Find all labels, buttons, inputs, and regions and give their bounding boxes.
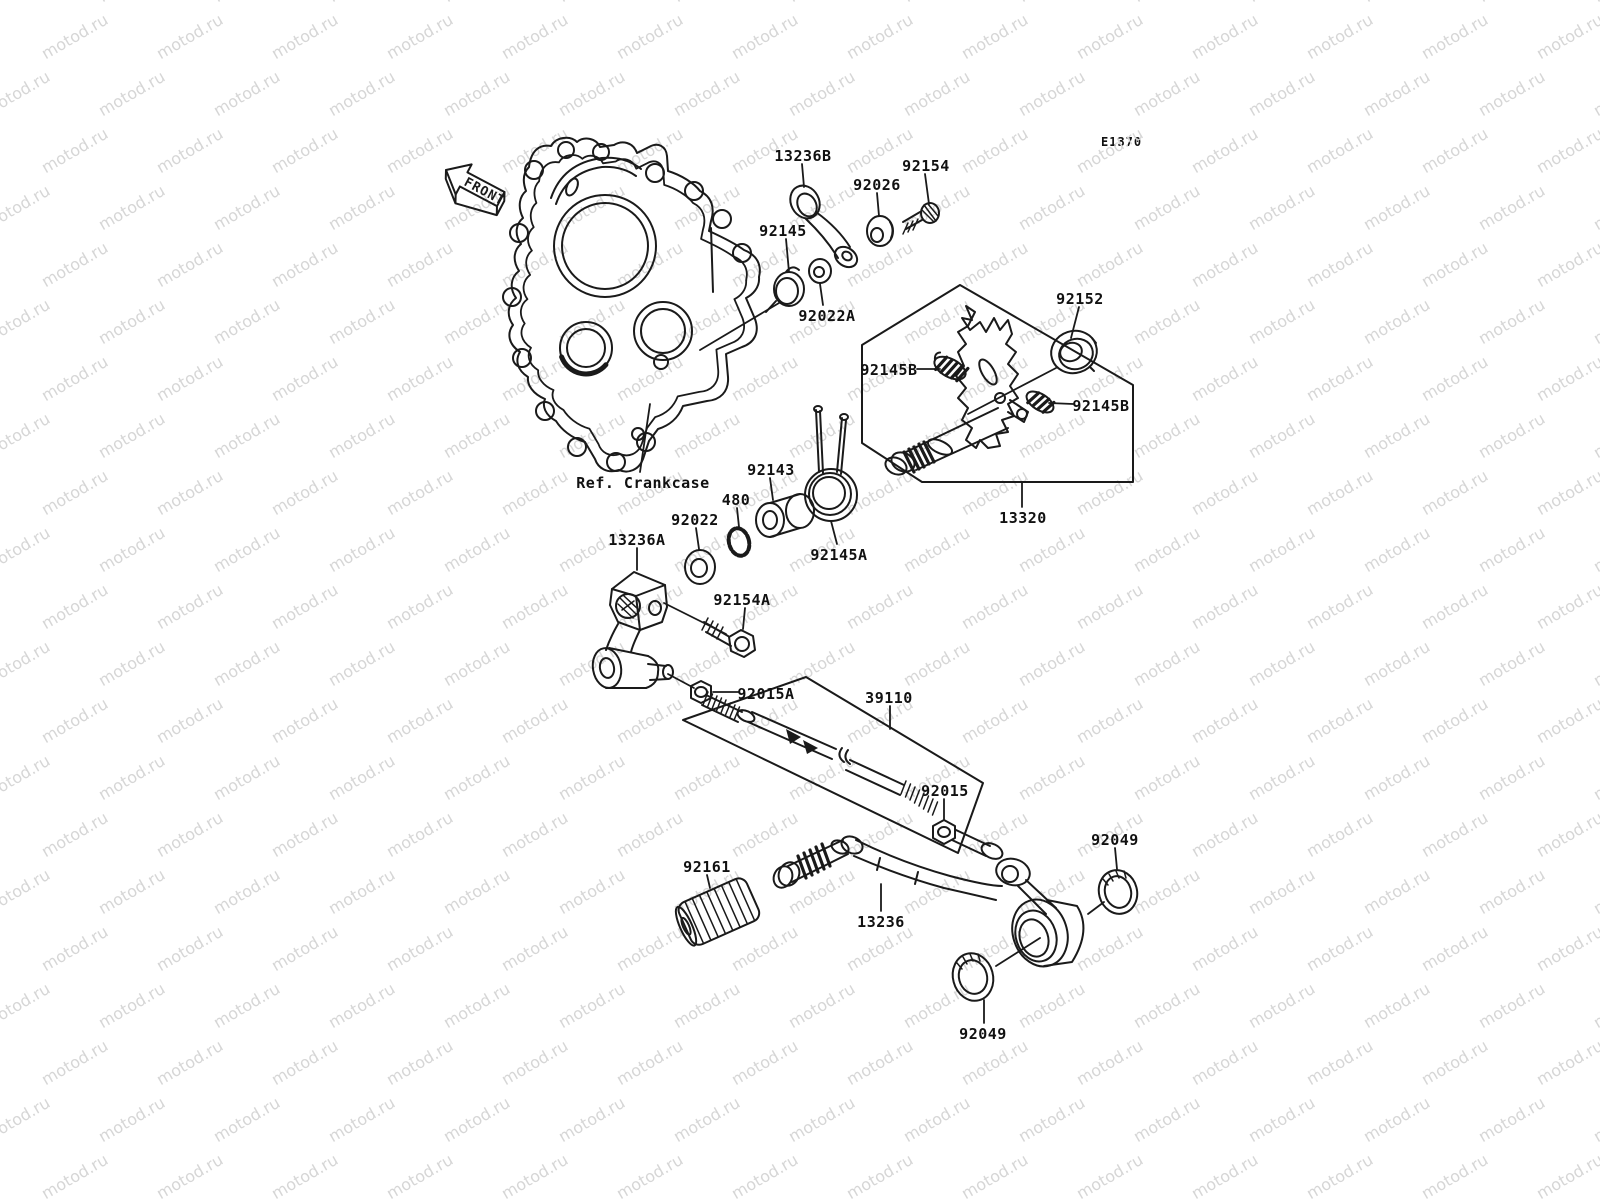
pointer-line <box>1087 901 1105 915</box>
assembly-box-13320 <box>861 284 1134 483</box>
leader-line <box>830 520 838 545</box>
pedal-rubber-92161 <box>674 877 761 947</box>
leader-line <box>924 173 930 205</box>
leader-line <box>1114 847 1118 870</box>
part-label-Ref-Crankcase: Ref. Crankcase <box>576 474 710 492</box>
pointer-line <box>663 602 727 635</box>
nut-92015 <box>932 819 956 845</box>
part-label-92145B: 92145B <box>860 361 918 379</box>
washer-92022A <box>808 258 832 284</box>
part-label-92152: 92152 <box>1056 290 1104 308</box>
part-label-92049: 92049 <box>1091 831 1139 849</box>
part-label-13236A: 13236A <box>608 531 666 549</box>
part-label-92143: 92143 <box>747 461 795 479</box>
part-label-92049: 92049 <box>959 1025 1007 1043</box>
crankcase-drawing <box>502 136 761 473</box>
snap-ring-480 <box>726 526 752 558</box>
spring-92145B-left <box>933 351 970 383</box>
leader-line <box>801 163 805 188</box>
seal-92049-lower <box>951 952 995 1002</box>
pointer-line <box>699 302 780 351</box>
part-label-92154A: 92154A <box>713 591 771 609</box>
part-label-92022: 92022 <box>671 511 719 529</box>
diagram-code: E1370 <box>1101 135 1143 149</box>
part-label-92145: 92145 <box>759 222 807 240</box>
leader-line <box>785 238 790 273</box>
leader-line <box>736 507 740 528</box>
part-label-39110: 39110 <box>865 689 913 707</box>
spring-92145B-right <box>1025 390 1056 414</box>
part-label-92022A: 92022A <box>798 307 856 325</box>
part-label-92161: 92161 <box>683 858 731 876</box>
leader-lines <box>636 163 1118 1024</box>
leader-line <box>1048 402 1074 405</box>
part-label-92154: 92154 <box>902 157 950 175</box>
leader-line <box>819 283 824 306</box>
washer-92026 <box>866 215 894 247</box>
leader-line <box>742 607 746 630</box>
gear-pedal-13236 <box>772 835 1085 968</box>
tie-rod-39110 <box>701 691 1004 860</box>
bolt-92154 <box>902 202 940 235</box>
leader-line <box>876 192 880 217</box>
shift-lever-13236A <box>591 571 674 689</box>
bearing-92152 <box>1050 329 1098 375</box>
pointer-line <box>667 673 695 689</box>
leader-line <box>769 477 774 501</box>
part-label-13236: 13236 <box>857 913 905 931</box>
pointer-line <box>967 367 1057 415</box>
collar-92143 <box>755 493 815 538</box>
leader-line <box>706 874 711 889</box>
leader-line <box>639 403 651 473</box>
part-label-92145B: 92145B <box>1072 397 1130 415</box>
seal-92049-upper <box>1097 869 1139 915</box>
change-lever-13236B <box>789 184 859 269</box>
part-label-480: 480 <box>721 491 751 509</box>
washer-92022 <box>684 549 716 585</box>
leader-line <box>695 527 700 550</box>
part-label-13320: 13320 <box>999 509 1047 527</box>
part-label-13236B: 13236B <box>774 147 832 165</box>
part-label-92145A: 92145A <box>810 546 868 564</box>
part-label-92015A: 92015A <box>737 685 795 703</box>
rod-box-outline <box>682 676 984 854</box>
leader-line <box>1070 306 1080 339</box>
part-label-92026: 92026 <box>853 176 901 194</box>
pointer-line <box>995 937 1041 967</box>
part-label-92015: 92015 <box>921 782 969 800</box>
